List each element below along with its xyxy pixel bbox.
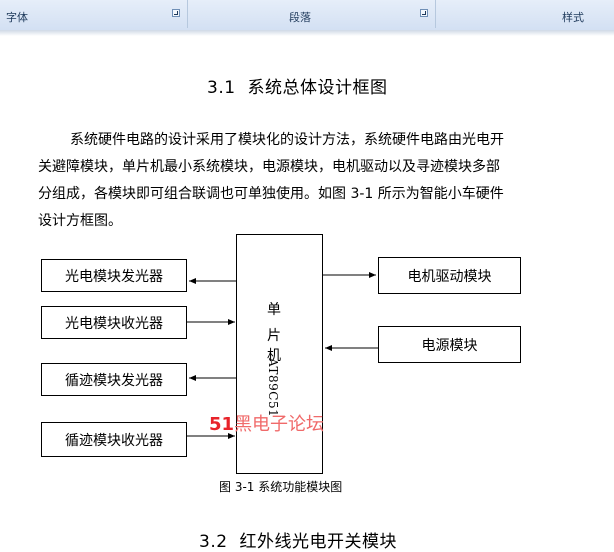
figure-caption: 图 3-1 系统功能模块图 xyxy=(219,480,343,494)
section-title: 红外线光电开关模块 xyxy=(239,532,397,552)
section-number: 3.1 xyxy=(207,78,236,98)
ribbon-group-font: 字体 xyxy=(0,0,188,28)
paragraph-line: 系统硬件电路的设计采用了模块化的设计方法，系统硬件电路由光电开 xyxy=(70,132,504,148)
motor-driver-block: 电机驱动模块 xyxy=(378,257,521,294)
paragraph-dialog-launcher-icon[interactable] xyxy=(420,9,428,17)
ribbon-group-styles: 样式 xyxy=(436,0,614,28)
font-dialog-launcher-icon[interactable] xyxy=(172,9,180,17)
paragraph-line: 设计方框图。 xyxy=(38,213,122,229)
mcu-label-char: 机 xyxy=(267,348,281,364)
section-heading-3-2: 3.2 红外线光电开关模块 xyxy=(199,527,397,552)
watermark: 51黑电子论坛 xyxy=(209,410,324,436)
ribbon-shadow xyxy=(0,30,614,36)
section-heading-3-1: 3.1 系统总体设计框图 xyxy=(207,73,387,98)
power-block: 电源模块 xyxy=(378,326,521,363)
paragraph-line: 分组成，各模块即可组合联调也可单独使用。如图 3-1 所示为智能小车硬件 xyxy=(38,186,504,202)
mcu-label-char: 片 xyxy=(267,328,281,344)
mcu-label-char: 单 xyxy=(267,302,281,318)
watermark-number: 51 xyxy=(209,414,235,435)
led-emitter-block: 光电模块发光器 xyxy=(41,259,187,292)
ribbon-group-bar: 字体 段落 样式 xyxy=(0,0,614,31)
mcu-block xyxy=(236,234,323,474)
mcu-label: 单 片 机 xyxy=(264,300,284,366)
ribbon-group-font-label: 字体 xyxy=(6,11,28,24)
tracking-receiver-block: 循迹模块收光器 xyxy=(41,422,187,457)
paragraph-line: 关避障模块，单片机最小系统模块，电源模块，电机驱动以及寻迹模块多部 xyxy=(38,159,500,175)
watermark-text: 黑电子论坛 xyxy=(234,414,325,435)
ribbon-group-styles-label: 样式 xyxy=(562,11,584,24)
mcu-model-label: AT89C51 xyxy=(266,358,280,418)
section-number: 3.2 xyxy=(199,532,228,552)
ribbon-group-paragraph: 段落 xyxy=(188,0,436,28)
section-title: 系统总体设计框图 xyxy=(247,78,388,98)
tracking-emitter-block: 循迹模块发光器 xyxy=(41,363,187,396)
ribbon-group-paragraph-label: 段落 xyxy=(289,11,311,24)
led-receiver-block: 光电模块收光器 xyxy=(41,306,187,339)
